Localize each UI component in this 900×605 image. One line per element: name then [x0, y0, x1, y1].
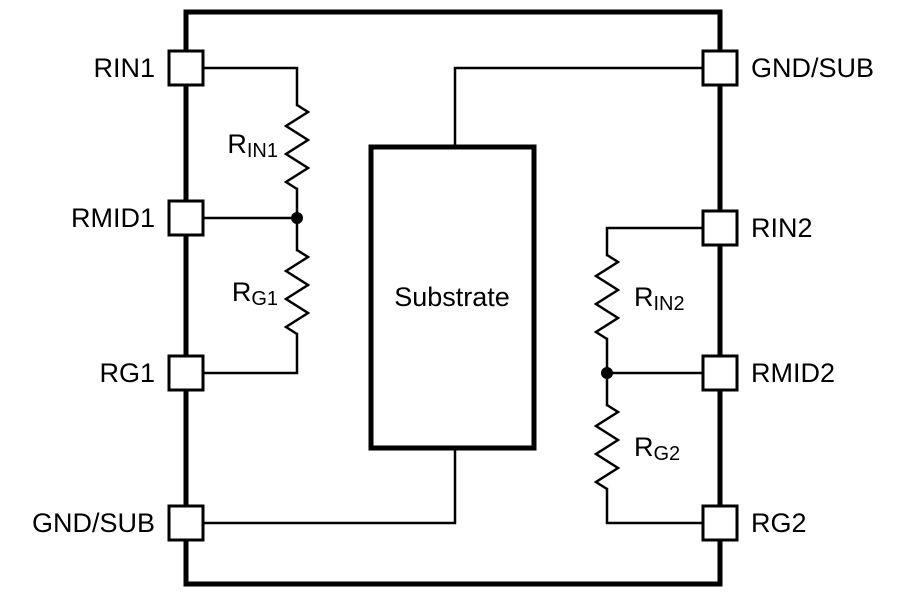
- resistor-label-rin2: RIN2: [634, 282, 685, 315]
- pin-label-rin2: RIN2: [751, 213, 813, 243]
- pin-rin2: [701, 209, 739, 247]
- substrate-box: [368, 144, 537, 451]
- pin-label-gndsub-right: GND/SUB: [751, 53, 874, 83]
- pin-label-rin1: RIN1: [93, 53, 155, 83]
- junction-dot-rmid2: [601, 367, 613, 379]
- junction-dot-rmid1: [291, 212, 303, 224]
- pin-gndsub-left: [167, 504, 205, 542]
- pin-label-gndsub-left: GND/SUB: [32, 508, 155, 538]
- wire-rin2-to-resistor: [605, 226, 705, 257]
- wire-rg2-resistor-to-rg2-pin: [605, 487, 705, 525]
- resistor-label-rin1: RIN1: [227, 129, 278, 162]
- pin-rin1: [167, 49, 205, 87]
- pin-label-rmid2: RMID2: [751, 358, 835, 388]
- pin-gndsub-right: [701, 49, 739, 87]
- pin-label-rg2: RG2: [751, 508, 807, 538]
- pin-label-rmid1: RMID1: [71, 203, 155, 233]
- pin-rg1: [167, 354, 205, 392]
- resistor-label-rg1: RG1: [232, 277, 278, 310]
- wire-rin1-to-resistor: [201, 66, 299, 107]
- wire-gndsub-bottom-to-substrate: [201, 446, 457, 525]
- wire-gndsub-top-to-substrate: [453, 66, 705, 149]
- resistor-rin1-symbol: [283, 103, 311, 191]
- substrate-label: Substrate: [394, 282, 510, 312]
- resistor-rg1-symbol: [283, 248, 311, 336]
- resistor-rg2-symbol: [593, 403, 621, 491]
- pin-rmid2: [701, 354, 739, 392]
- resistor-label-rg2: RG2: [634, 432, 680, 465]
- wire-rg1-resistor-to-rg1-pin: [201, 332, 299, 375]
- pin-rg2: [701, 504, 739, 542]
- pin-rmid1: [167, 199, 205, 237]
- resistor-rin2-symbol: [593, 253, 621, 341]
- pin-label-rg1: RG1: [99, 358, 155, 388]
